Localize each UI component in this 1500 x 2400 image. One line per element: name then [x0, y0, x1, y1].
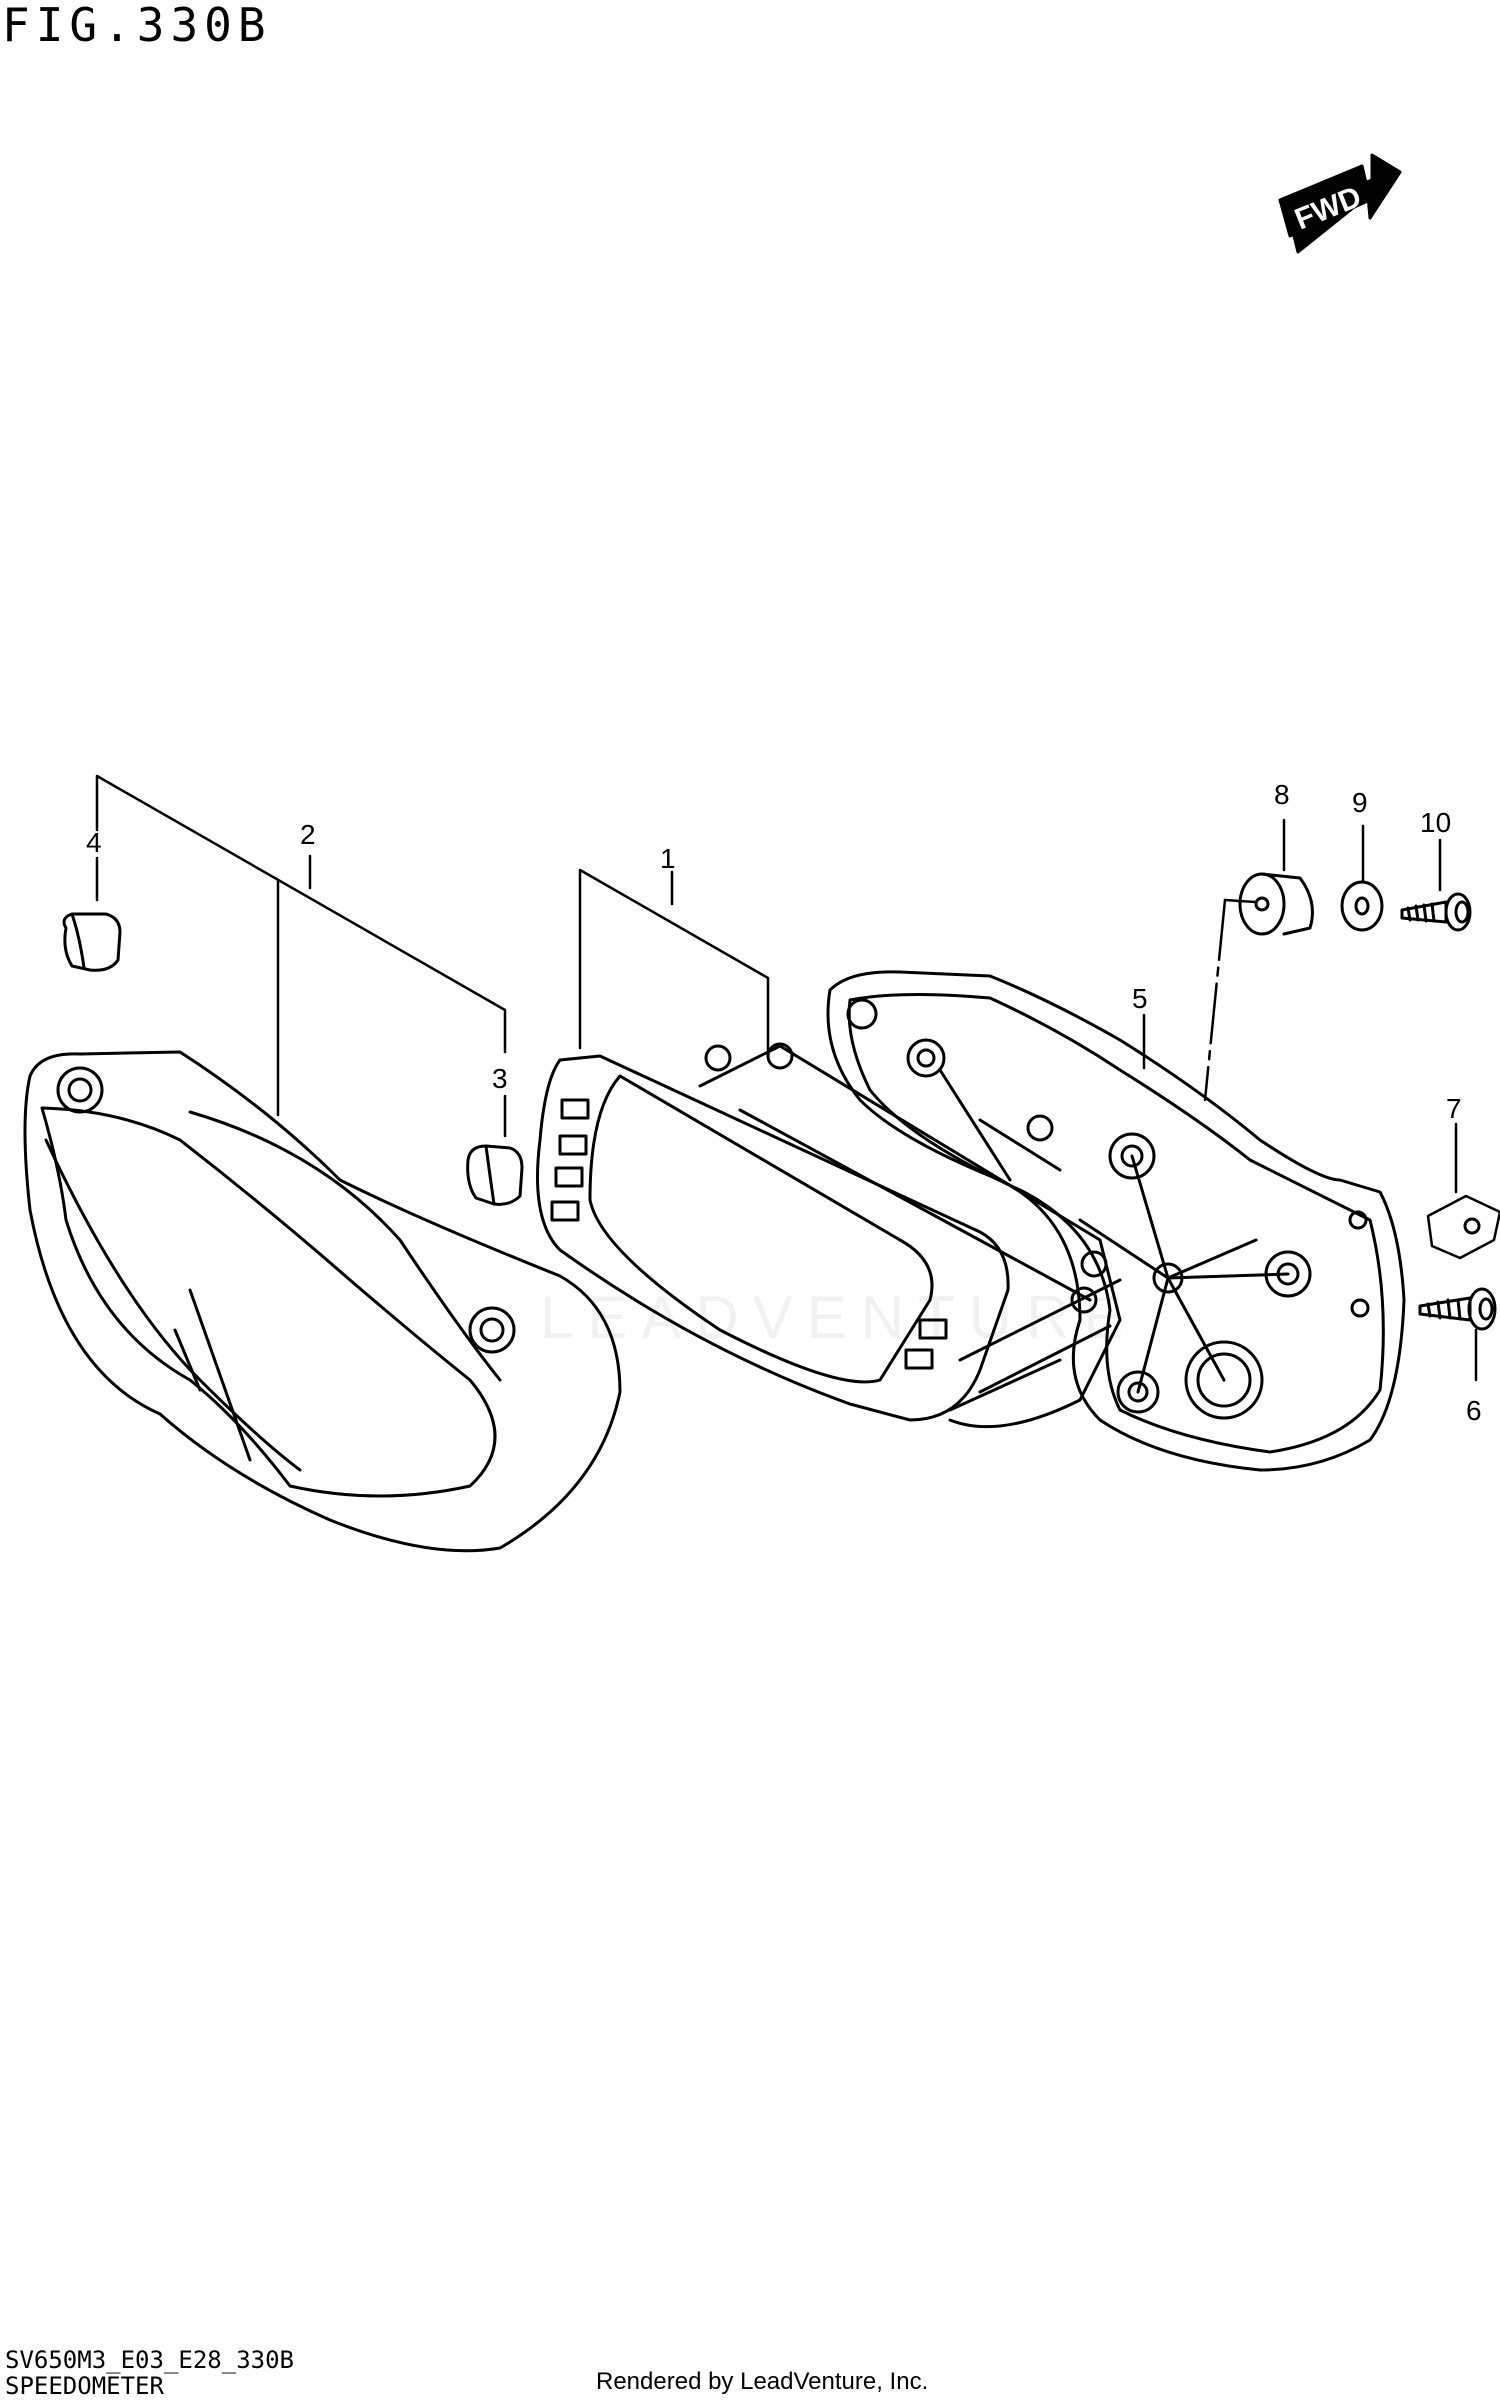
part-4-cap — [62, 912, 122, 972]
figure-title: FIG.330B — [2, 0, 272, 52]
watermark-text: LEADVENTURE — [540, 1284, 1137, 1351]
callout-8: 8 — [1274, 779, 1290, 810]
part-10-screw — [1400, 892, 1472, 932]
callout-4: 4 — [86, 827, 102, 858]
part-6-screw — [1418, 1287, 1497, 1331]
render-credit: Rendered by LeadVenture, Inc. — [596, 2368, 929, 2395]
part-1-meter-assembly — [536, 1042, 1122, 1429]
callout-5: 5 — [1132, 983, 1148, 1014]
callout-1: 1 — [660, 843, 676, 874]
callout-7: 7 — [1446, 1093, 1462, 1124]
part-5-rear-case — [826, 970, 1406, 1472]
callout-3: 3 — [492, 1063, 508, 1094]
part-8-grommet — [1238, 872, 1314, 936]
part-2-meter-cover — [23, 1050, 622, 1553]
part-3-cap — [466, 1144, 524, 1206]
part-7-clip-nut — [1426, 1194, 1500, 1260]
model-code: SV650M3_E03_E28_330B — [5, 2346, 294, 2374]
callout-6: 6 — [1466, 1395, 1482, 1426]
leader-lines — [95, 774, 1478, 1382]
forward-arrow-icon: FWD — [1278, 153, 1402, 254]
part-9-washer — [1340, 880, 1384, 932]
callout-2: 2 — [300, 819, 316, 850]
section-name: SPEEDOMETER — [5, 2372, 164, 2400]
callout-9: 9 — [1352, 787, 1368, 818]
callout-10: 10 — [1420, 807, 1451, 838]
